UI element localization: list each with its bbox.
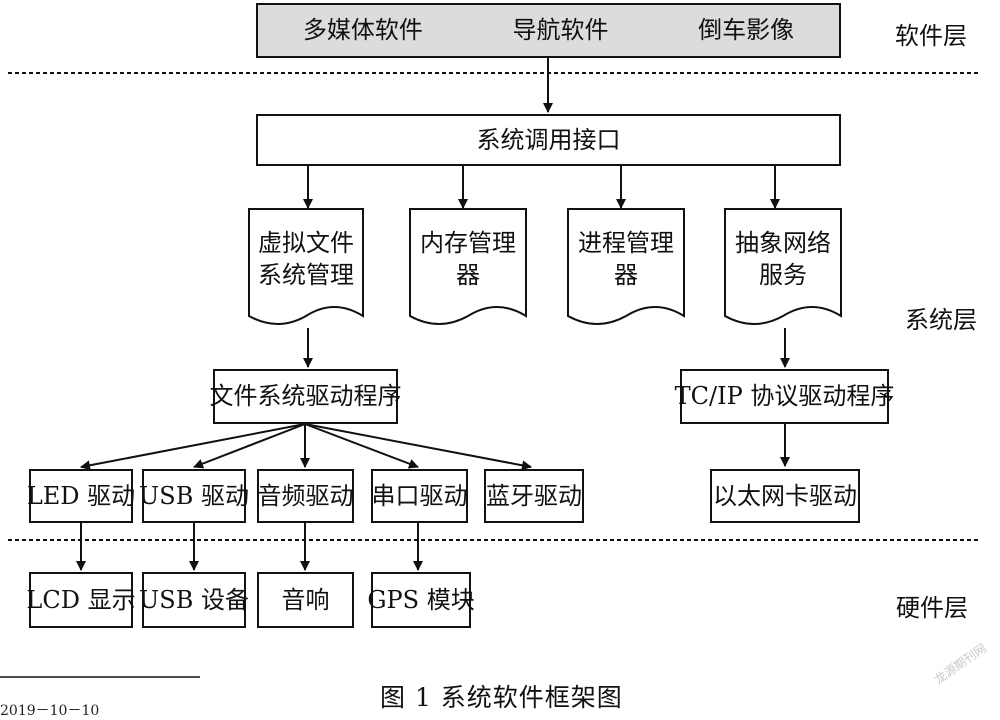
app-multimedia: 多媒体软件 (302, 16, 423, 45)
doc-process-label: 进程管理器 (567, 210, 685, 308)
arrow-fs-to-serial (304, 423, 419, 469)
driver-audio: 音频驱动 (257, 469, 354, 523)
layer-label-system: 系统层 (905, 306, 977, 334)
doc-process (567, 208, 685, 325)
doc-vfs-line2: 系统管理 (258, 261, 354, 289)
layer-label-software: 软件层 (895, 22, 967, 50)
driver-led: LED 驱动 (27, 469, 135, 523)
doc-network-label: 抽象网络 服务 (724, 210, 842, 308)
figure-caption: 图 1 系统软件框架图 (380, 683, 623, 712)
doc-process-line1: 进程管理器 (578, 228, 674, 289)
tcpip-driver: TC/IP 协议驱动程序 (675, 369, 894, 424)
doc-memory-label: 内存管理器 (409, 210, 527, 308)
fs-driver: 文件系统驱动程序 (210, 369, 402, 424)
app-navigation: 导航软件 (512, 16, 609, 45)
doc-network-line2: 服务 (759, 261, 807, 289)
driver-usb: USB 驱动 (139, 469, 249, 523)
device-gps: GPS 模块 (367, 572, 475, 628)
doc-network (724, 208, 842, 325)
arrow-fs-to-usb (193, 423, 306, 469)
doc-memory (409, 208, 527, 325)
syscall-interface: 系统调用接口 (256, 114, 841, 166)
doc-vfs-label: 虚拟文件 系统管理 (248, 210, 364, 308)
doc-vfs-line1: 虚拟文件 (258, 228, 354, 257)
driver-serial: 串口驱动 (371, 469, 468, 523)
arrow-fs-to-led (80, 423, 306, 471)
footnote-date: 2019－10－10 (0, 703, 100, 719)
arrow-fs-to-bluetooth (304, 423, 532, 471)
device-usb: USB 设备 (139, 572, 249, 628)
driver-bluetooth: 蓝牙驱动 (484, 469, 584, 523)
application-bar: 多媒体软件 导航软件 倒车影像 (256, 3, 841, 58)
doc-network-line1: 抽象网络 (735, 228, 831, 257)
layer-label-hardware: 硬件层 (896, 594, 968, 622)
app-reverse-camera: 倒车影像 (698, 16, 795, 45)
doc-memory-line1: 内存管理器 (420, 228, 516, 289)
device-speaker: 音响 (257, 572, 354, 628)
device-lcd: LCD 显示 (26, 572, 136, 628)
doc-vfs (248, 208, 364, 325)
driver-ethernet: 以太网卡驱动 (710, 469, 860, 523)
